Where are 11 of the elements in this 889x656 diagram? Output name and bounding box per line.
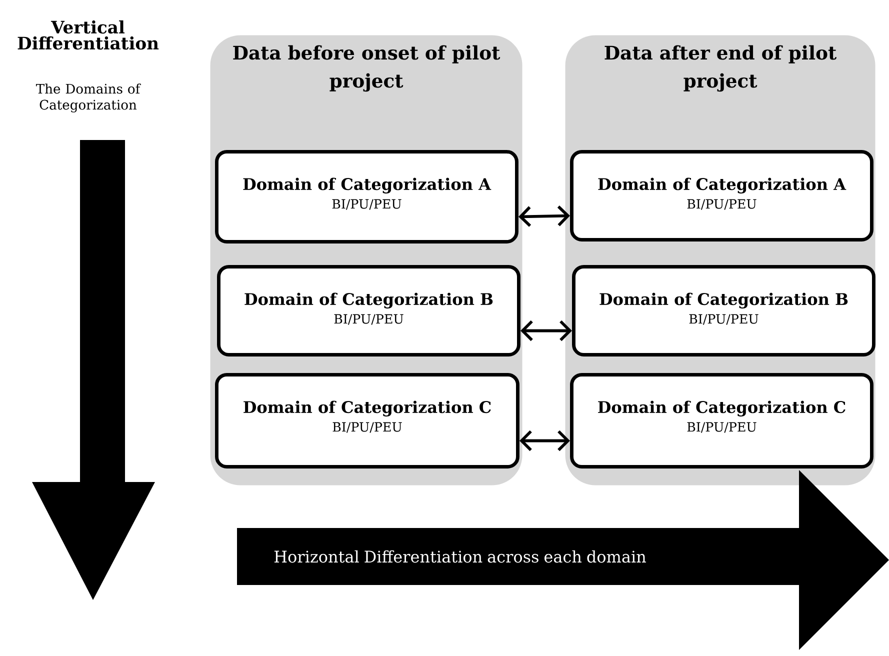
heading-text: Vertical Differentiation	[18, 20, 159, 50]
domain-box: Domain of Categorization B BI/PU/PEU	[217, 265, 520, 356]
domain-box: Domain of Categorization C BI/PU/PEU	[215, 373, 520, 468]
domain-box: Domain of Categorization C BI/PU/PEU	[570, 373, 874, 468]
domain-box: Domain of Categorization A BI/PU/PEU	[570, 150, 874, 242]
double-arrow	[520, 320, 572, 342]
double-arrow	[518, 206, 570, 227]
subheading-text: The Domains of Categorization	[36, 84, 141, 112]
double-arrow	[519, 430, 570, 452]
domain-box: Domain of Categorization A BI/PU/PEU	[215, 150, 518, 244]
domain-box: Domain of Categorization B BI/PU/PEU	[572, 265, 876, 356]
